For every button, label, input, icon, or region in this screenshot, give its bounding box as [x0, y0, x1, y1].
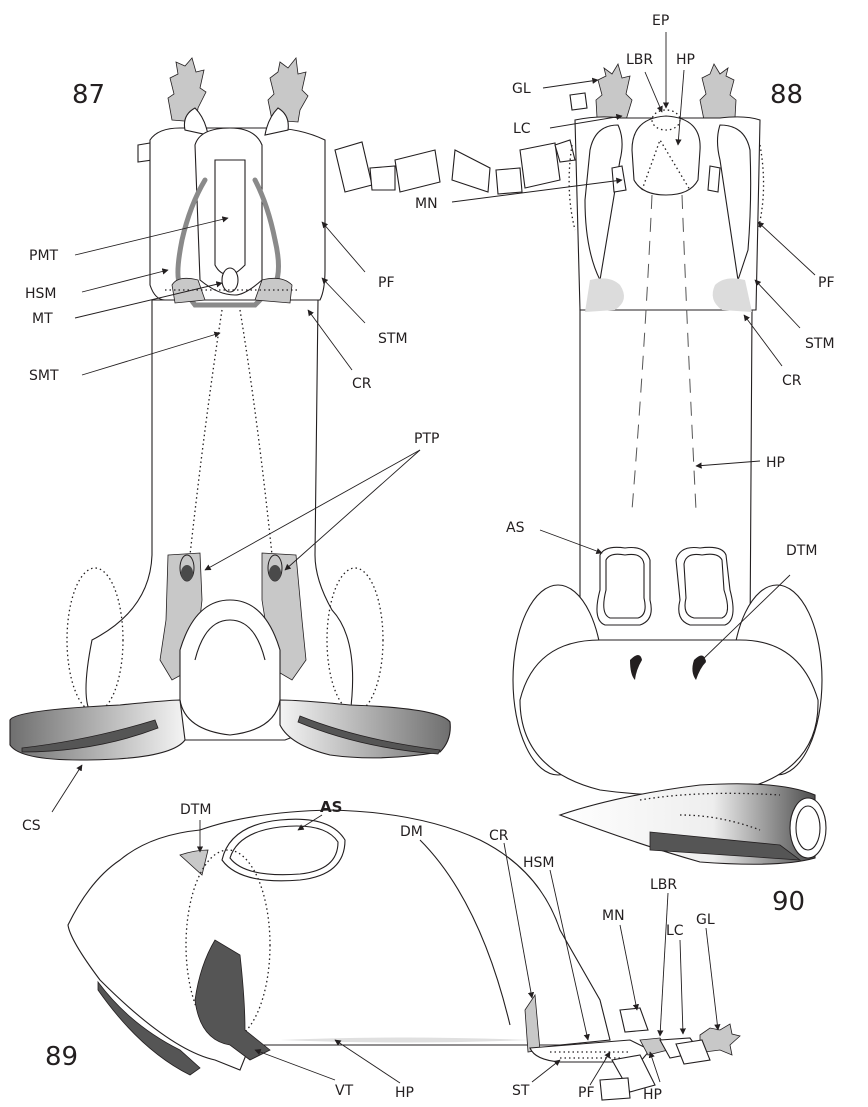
label-88-lbr: LBR	[626, 52, 653, 68]
figure-number-90: 90	[772, 887, 805, 917]
label-89-dm: DM	[400, 824, 423, 840]
label-87-mt: MT	[32, 311, 53, 327]
label-88-lc: LC	[513, 121, 531, 137]
label-89-lc: LC	[666, 923, 684, 939]
label-88-hp-lower: HP	[766, 455, 785, 471]
label-87-ptp: PTP	[414, 431, 439, 447]
figure-87-drawing	[10, 58, 450, 760]
label-89-st: ST	[512, 1083, 530, 1099]
figure-number-88: 88	[770, 80, 803, 110]
label-88-dtm: DTM	[786, 543, 817, 559]
label-88-as: AS	[506, 520, 525, 536]
label-88-cr: CR	[782, 373, 802, 389]
label-88-hp-upper: HP	[676, 52, 695, 68]
label-88-ep: EP	[652, 13, 669, 29]
figure-90-drawing	[560, 784, 826, 865]
figure-number-87: 87	[72, 80, 105, 110]
label-89-hsm: HSM	[523, 855, 555, 871]
label-89-dtm: DTM	[180, 802, 211, 818]
label-88-mn: MN	[415, 196, 438, 212]
label-87-smt: SMT	[29, 368, 59, 384]
figure-number-89: 89	[45, 1042, 78, 1072]
label-89-cr: CR	[489, 828, 509, 844]
label-89-vt: VT	[335, 1083, 354, 1099]
label-89-as: AS	[320, 798, 342, 816]
figure-89-drawing	[68, 810, 740, 1100]
label-87-pf: PF	[378, 275, 395, 291]
label-87-cs: CS	[22, 818, 41, 834]
label-89-gl: GL	[696, 912, 715, 928]
label-89-pf: PF	[578, 1085, 595, 1101]
label-89-mn: MN	[602, 908, 625, 924]
label-88-gl: GL	[512, 81, 531, 97]
label-89-hp-left: HP	[395, 1085, 414, 1101]
label-87-stm: STM	[378, 331, 408, 347]
label-89-lbr: LBR	[650, 877, 677, 893]
label-89-hp-right: HP	[643, 1087, 662, 1102]
antenna-87	[335, 142, 440, 192]
label-88-pf: PF	[818, 275, 835, 291]
label-87-cr: CR	[352, 376, 372, 392]
label-87-pmt: PMT	[29, 248, 59, 264]
antenna-88	[452, 140, 575, 194]
label-88-stm: STM	[805, 336, 835, 352]
label-87-hsm: HSM	[25, 286, 57, 302]
